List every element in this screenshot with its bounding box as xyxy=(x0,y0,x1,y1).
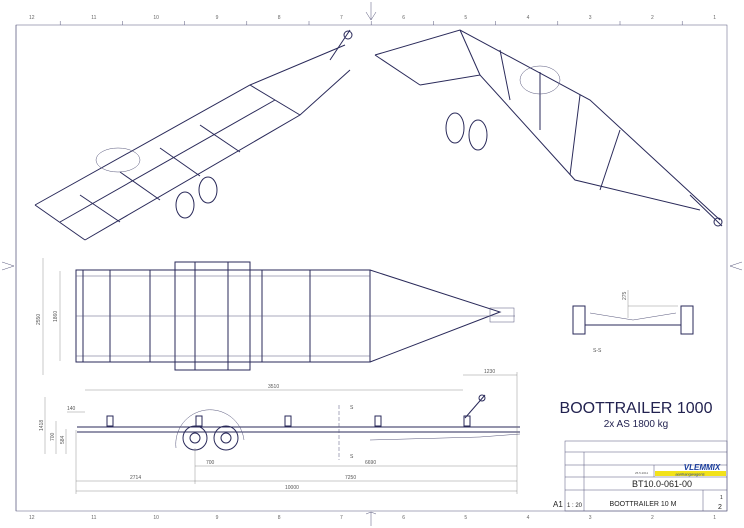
section-marker-top: S xyxy=(350,405,354,411)
drawing-number: BT10.0-061-00 xyxy=(632,479,692,489)
isometric-view-left xyxy=(34,29,353,241)
drawing-subtitle: 2x AS 1800 kg xyxy=(604,419,669,430)
dim-height-total: 1418 xyxy=(39,420,45,431)
section-view-s-s xyxy=(572,290,694,335)
bunk-support xyxy=(195,415,203,427)
ruler-label: 6 xyxy=(402,15,405,21)
dim-height-beam: 584 xyxy=(60,435,66,444)
dim-axle-to-coupling: 7250 xyxy=(345,475,356,481)
dim-top-overall-width: 2550 xyxy=(36,314,42,325)
company-logo: VLEMMIX xyxy=(684,463,721,472)
ruler-label: 1 xyxy=(713,515,716,521)
ruler-label: 4 xyxy=(527,15,530,21)
company-tagline: aanhangwagens xyxy=(675,472,704,477)
ruler-label: 2 xyxy=(651,515,654,521)
center-arrow-bottom xyxy=(365,511,377,526)
ruler-label: 2 xyxy=(651,15,654,21)
ruler-label: 8 xyxy=(278,515,281,521)
drawing-frame xyxy=(15,24,728,512)
center-arrow-top xyxy=(365,2,377,21)
section-height-dim: 275 xyxy=(622,291,628,300)
ruler-label: 5 xyxy=(464,15,467,21)
ruler-label: 11 xyxy=(91,515,96,521)
bunk-support xyxy=(106,415,114,427)
bunk-supports xyxy=(106,415,471,427)
ruler-label: 11 xyxy=(91,15,96,21)
ruler-label: 10 xyxy=(153,15,159,21)
ruler-label: 5 xyxy=(464,515,467,521)
side-view xyxy=(77,394,521,460)
isometric-view-right xyxy=(374,29,723,227)
ruler-label: 6 xyxy=(402,515,405,521)
ruler-label: 12 xyxy=(29,15,35,21)
ruler-label: 3 xyxy=(589,15,592,21)
ruler-label: 4 xyxy=(527,515,530,521)
top-view xyxy=(75,261,515,371)
dim-side-length: 3510 xyxy=(268,384,279,390)
sheet-size: A1 xyxy=(553,500,563,509)
ruler-label: 3 xyxy=(589,515,592,521)
ruler-label: 9 xyxy=(216,15,219,21)
top-view-dimensions: 2550 1860 xyxy=(36,258,61,375)
date-field: 25.5.2011 xyxy=(635,471,648,475)
description-field: BOOTTRAILER 10 M xyxy=(610,501,677,508)
title-block xyxy=(564,440,728,512)
dim-overall-length: 10000 xyxy=(285,485,299,491)
bunk-support xyxy=(463,415,471,427)
bunk-support xyxy=(284,415,292,427)
ruler-label: 7 xyxy=(340,515,343,521)
dim-axle-to-front: 6690 xyxy=(365,460,376,466)
sheet-count: 2 xyxy=(718,504,722,511)
dim-axle-spacing: 700 xyxy=(206,460,215,466)
center-arrow-right xyxy=(729,261,743,271)
sheet-number: 1 xyxy=(720,495,723,501)
ruler-label: 12 xyxy=(29,515,35,521)
dim-rear-offset: 140 xyxy=(67,406,76,412)
ruler-label: 8 xyxy=(278,15,281,21)
ruler-label: 7 xyxy=(340,15,343,21)
dim-drawbar: 1230 xyxy=(484,369,495,375)
dim-rear-to-axle: 2714 xyxy=(130,475,141,481)
ruler-label: 10 xyxy=(153,515,159,521)
bunk-support xyxy=(374,415,382,427)
side-view-dimensions xyxy=(44,372,518,494)
center-arrow-left xyxy=(1,261,15,271)
dim-height-frame: 700 xyxy=(50,432,56,441)
ruler-label: 1 xyxy=(713,15,716,21)
scale-field: 1 : 20 xyxy=(567,503,583,509)
drawing-title: BOOTTRAILER 1000 xyxy=(560,400,713,417)
section-label: S-S xyxy=(593,348,602,354)
ruler-label: 9 xyxy=(216,515,219,521)
dim-top-inner-width: 1860 xyxy=(53,311,59,322)
section-marker-bottom: S xyxy=(350,454,354,460)
